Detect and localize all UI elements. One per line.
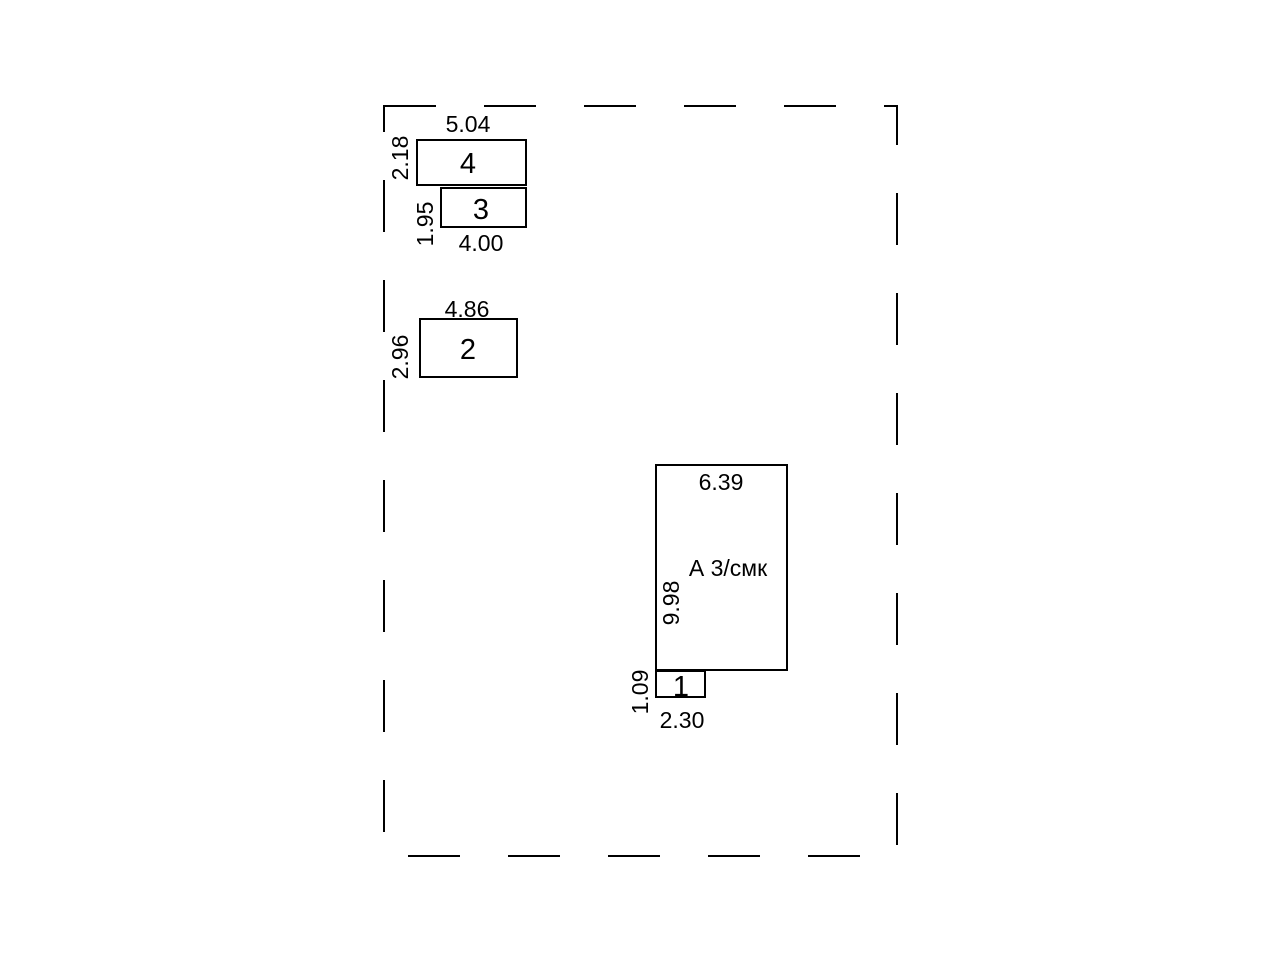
main-building-width: 6.39 xyxy=(699,469,744,495)
building-4-number: 4 xyxy=(460,148,476,180)
building-1-number: 1 xyxy=(673,671,689,703)
building-2-height: 2.96 xyxy=(387,335,413,380)
building-3-number: 3 xyxy=(473,194,489,226)
building-2-outline xyxy=(419,318,518,378)
building-3-height: 1.95 xyxy=(412,202,438,247)
main-building: 6.39 А 3/смк 9.98 xyxy=(655,464,788,671)
building-4-height: 2.18 xyxy=(387,136,413,181)
building-4-outline xyxy=(416,139,527,186)
building-3: 3 4.00 1.95 xyxy=(412,187,527,256)
building-4: 4 5.04 2.18 xyxy=(387,111,527,186)
main-building-height: 9.98 xyxy=(658,581,684,626)
building-3-width: 4.00 xyxy=(459,230,504,256)
main-building-outline xyxy=(655,464,788,671)
building-2-number: 2 xyxy=(460,334,476,366)
building-1-outline xyxy=(655,670,706,698)
building-1: 1 2.30 1.09 xyxy=(627,670,706,733)
building-2: 2 4.86 2.96 xyxy=(387,296,518,380)
plot-label: А 3/смк xyxy=(689,555,768,581)
building-2-width: 4.86 xyxy=(445,296,490,322)
building-3-outline xyxy=(440,187,527,228)
plot-boundary xyxy=(383,105,898,857)
building-1-width: 2.30 xyxy=(660,707,705,733)
building-4-width: 5.04 xyxy=(446,111,491,137)
building-1-height: 1.09 xyxy=(627,670,653,715)
